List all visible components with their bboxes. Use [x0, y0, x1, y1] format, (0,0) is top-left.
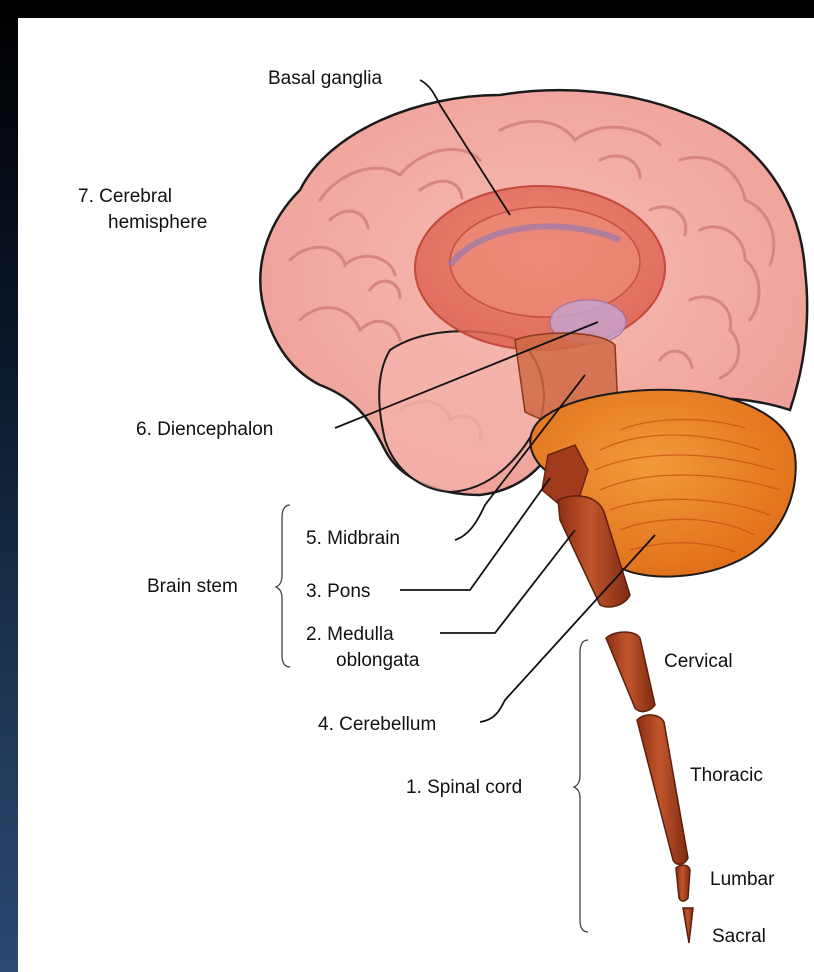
lumbar-segment — [676, 865, 690, 901]
leader-medulla — [440, 530, 575, 633]
label-midbrain: 5. Midbrain — [306, 528, 400, 549]
label-medulla-line1: 2. Medulla — [306, 624, 394, 645]
label-brain-stem: Brain stem — [147, 576, 238, 597]
sacral-segment — [683, 908, 693, 943]
label-diencephalon: 6. Diencephalon — [136, 419, 273, 440]
top-border — [0, 0, 814, 18]
label-medulla-line2: oblongata — [336, 650, 420, 671]
label-cervical: Cervical — [664, 651, 733, 672]
diagram-panel: Basal ganglia 7. Cerebral hemisphere 6. … — [18, 18, 814, 972]
label-basal-ganglia: Basal ganglia — [268, 68, 383, 89]
left-border — [0, 0, 18, 972]
label-spinal-cord: 1. Spinal cord — [406, 777, 522, 798]
label-lumbar: Lumbar — [710, 869, 775, 890]
brain-diagram: Basal ganglia 7. Cerebral hemisphere 6. … — [18, 18, 814, 972]
label-cerebellum: 4. Cerebellum — [318, 714, 436, 735]
spinal-cord — [606, 632, 693, 943]
thoracic-segment — [637, 715, 688, 864]
label-pons: 3. Pons — [306, 581, 370, 602]
label-sacral: Sacral — [712, 926, 766, 947]
cervical-segment — [606, 632, 655, 712]
brain-stem-bracket — [276, 505, 290, 667]
label-cerebral-hemisphere-line2: hemisphere — [108, 212, 207, 233]
label-cerebral-hemisphere-line1: 7. Cerebral — [78, 186, 172, 207]
spinal-cord-bracket — [574, 640, 588, 932]
label-thoracic: Thoracic — [690, 765, 763, 786]
